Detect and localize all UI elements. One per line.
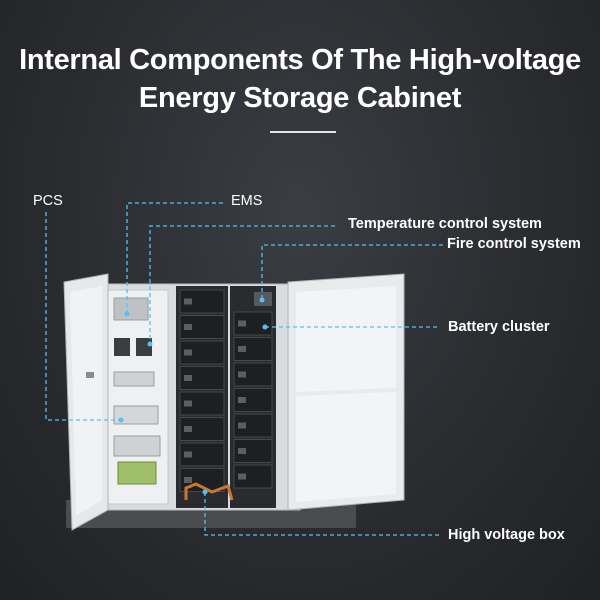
label-fire-control: Fire control system (447, 236, 581, 252)
terminal-block (113, 435, 161, 457)
battery-module-port (184, 324, 192, 330)
label-pcs: PCS (33, 193, 63, 209)
page-title-line-1: Internal Components Of The High-voltage (19, 44, 581, 76)
battery-module-port (184, 451, 192, 458)
temperature-control-leader (149, 225, 335, 344)
ems-screen (114, 338, 130, 356)
switch-module (117, 461, 157, 485)
battery-module-port (184, 426, 192, 432)
right-door-panel-top (296, 286, 396, 392)
battery-module (179, 417, 225, 441)
battery-modules-left (179, 289, 225, 492)
breaker-row-2 (113, 405, 159, 425)
page-title-line-2: Energy Storage Cabinet (138, 82, 462, 114)
battery-module-port (238, 320, 246, 327)
battery-module (233, 337, 273, 361)
label-temperature-control: Temperature control system (348, 216, 542, 232)
label-high-voltage-box: High voltage box (448, 527, 565, 543)
hv-wiring (184, 482, 234, 501)
battery-module-port (238, 448, 246, 454)
fire-control-leader (261, 244, 443, 300)
high-voltage-box-leader (204, 492, 440, 536)
battery-modules-right (233, 311, 273, 489)
left-door-panel (70, 286, 102, 516)
battery-module (179, 289, 225, 314)
battery-module-port (238, 371, 246, 378)
battery-module (179, 442, 225, 467)
ems-leader (126, 202, 223, 314)
battery-module (233, 413, 273, 438)
battery-module (233, 464, 273, 489)
battery-module (179, 340, 225, 365)
battery-module-port (238, 422, 246, 429)
battery-module-port (184, 298, 192, 305)
battery-module (179, 391, 225, 416)
breaker-row-1 (113, 371, 155, 387)
battery-module-port (184, 349, 192, 356)
battery-module (179, 366, 225, 390)
battery-module (179, 315, 225, 339)
battery-module-port (238, 346, 246, 352)
leader-lines (45, 202, 443, 536)
right-door-panel-bottom (296, 392, 396, 502)
ems-display (136, 338, 152, 356)
label-ems: EMS (231, 193, 263, 209)
title-divider (270, 131, 336, 133)
battery-module-port (184, 477, 192, 483)
battery-module-port (184, 400, 192, 407)
battery-module-port (184, 375, 192, 381)
battery-module (233, 311, 273, 336)
battery-module-port (238, 397, 246, 403)
pcs-unit (113, 297, 149, 321)
battery-module-port (238, 473, 246, 480)
leader-dots (118, 297, 268, 495)
battery-module (233, 362, 273, 387)
left-door-handle (86, 372, 94, 378)
battery-module (233, 388, 273, 412)
battery-module (233, 439, 273, 463)
label-battery-cluster: Battery cluster (448, 319, 550, 335)
